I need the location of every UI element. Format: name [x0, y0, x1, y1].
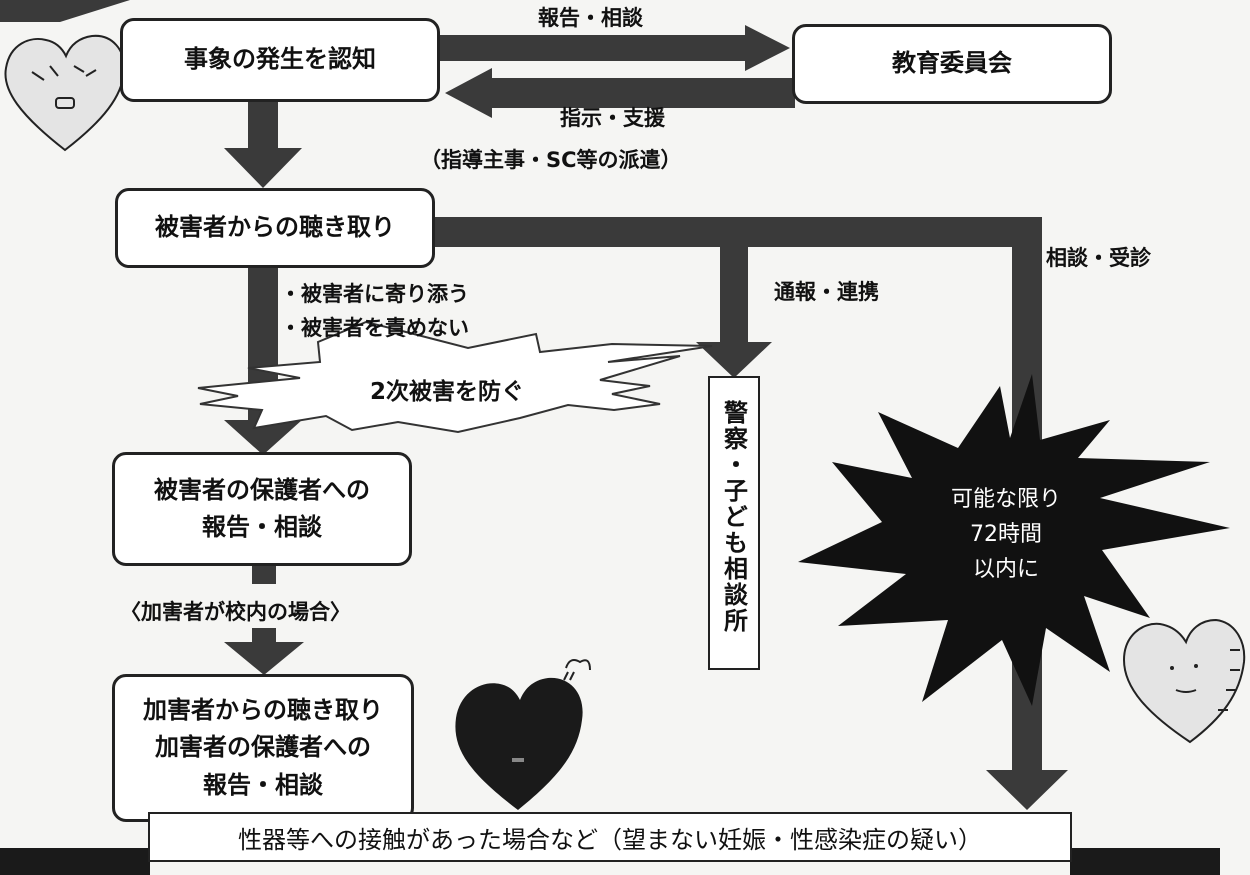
label-72-line3: 以内に — [972, 557, 1039, 583]
node-board-of-education: 教育委員会 — [792, 24, 1112, 104]
incoming-arrow — [0, 0, 130, 22]
label-secondary-damage: 2次被害を防ぐ — [370, 379, 525, 405]
calm-heart-icon — [1122, 618, 1246, 744]
label-instruct-support: 指示・支援 — [560, 106, 665, 130]
node-victim-guardian: 被害者の保護者への 報告・相談 — [112, 452, 412, 566]
label-report-consult: 報告・相談 — [538, 6, 643, 30]
within-72-hours-starburst — [798, 374, 1230, 706]
arrow-down-2 — [224, 268, 302, 455]
node-bottom-text: 性器等への接触があった場合など（望まない妊娠・性感染症の疑い） — [238, 825, 982, 854]
node-board-text: 教育委員会 — [892, 49, 1012, 78]
node-recognize-text: 事象の発生を認知 — [184, 45, 376, 74]
label-notify-cooperate: 通報・連携 — [774, 280, 879, 304]
node-victim-hearing: 被害者からの聴き取り — [115, 188, 435, 268]
arrow-down-3 — [224, 628, 304, 675]
arrow-stub-3 — [252, 566, 276, 584]
label-support-victim-1: ・被害者に寄り添う — [280, 282, 469, 306]
arrow-support-from-board — [445, 68, 795, 118]
node-police-child-consultation: 警察・子ども相談所 — [708, 376, 760, 670]
node-perpetrator: 加害者からの聴き取り 加害者の保護者への 報告・相談 — [112, 674, 414, 822]
arrow-notify-police — [696, 247, 772, 378]
node-perp-line1: 加害者からの聴き取り — [143, 696, 383, 725]
node-perp-line2: 加害者の保護者への — [155, 733, 371, 762]
node-perp-line3: 報告・相談 — [203, 770, 323, 799]
label-dispatch: （指導主事・SC等の派遣） — [420, 148, 682, 172]
label-within-72-hours: 可能な限り 72時間 以内に — [926, 482, 1086, 588]
node-recognize-incident: 事象の発生を認知 — [120, 18, 440, 102]
node-victim-guardian-line2: 報告・相談 — [202, 513, 322, 541]
node-victim-guardian-line1: 被害者の保護者への — [154, 475, 370, 504]
label-perp-in-school: 〈加害者が校内の場合〉 — [120, 600, 351, 624]
bottom-bar-right — [1070, 848, 1220, 875]
node-police-text: 警察・子ども相談所 — [719, 400, 748, 634]
bottom-bar-left — [0, 848, 150, 875]
secondary-damage-burst — [197, 320, 713, 434]
sad-heart-icon — [455, 659, 591, 810]
node-victim-hearing-text: 被害者からの聴き取り — [155, 213, 395, 242]
label-consult-exam: 相談・受診 — [1046, 246, 1151, 270]
label-support-victim-2: ・被害者を責めない — [280, 316, 469, 340]
worried-heart-icon — [4, 34, 126, 152]
arrow-down-1 — [224, 102, 302, 188]
node-bottom-condition: 性器等への接触があった場合など（望まない妊娠・性感染症の疑い） — [148, 812, 1072, 862]
label-72-line1: 可能な限り — [950, 487, 1061, 512]
label-72-line2: 72時間 — [970, 522, 1042, 548]
arrow-report-to-board — [440, 25, 790, 71]
arrow-line-consult — [430, 217, 1042, 247]
